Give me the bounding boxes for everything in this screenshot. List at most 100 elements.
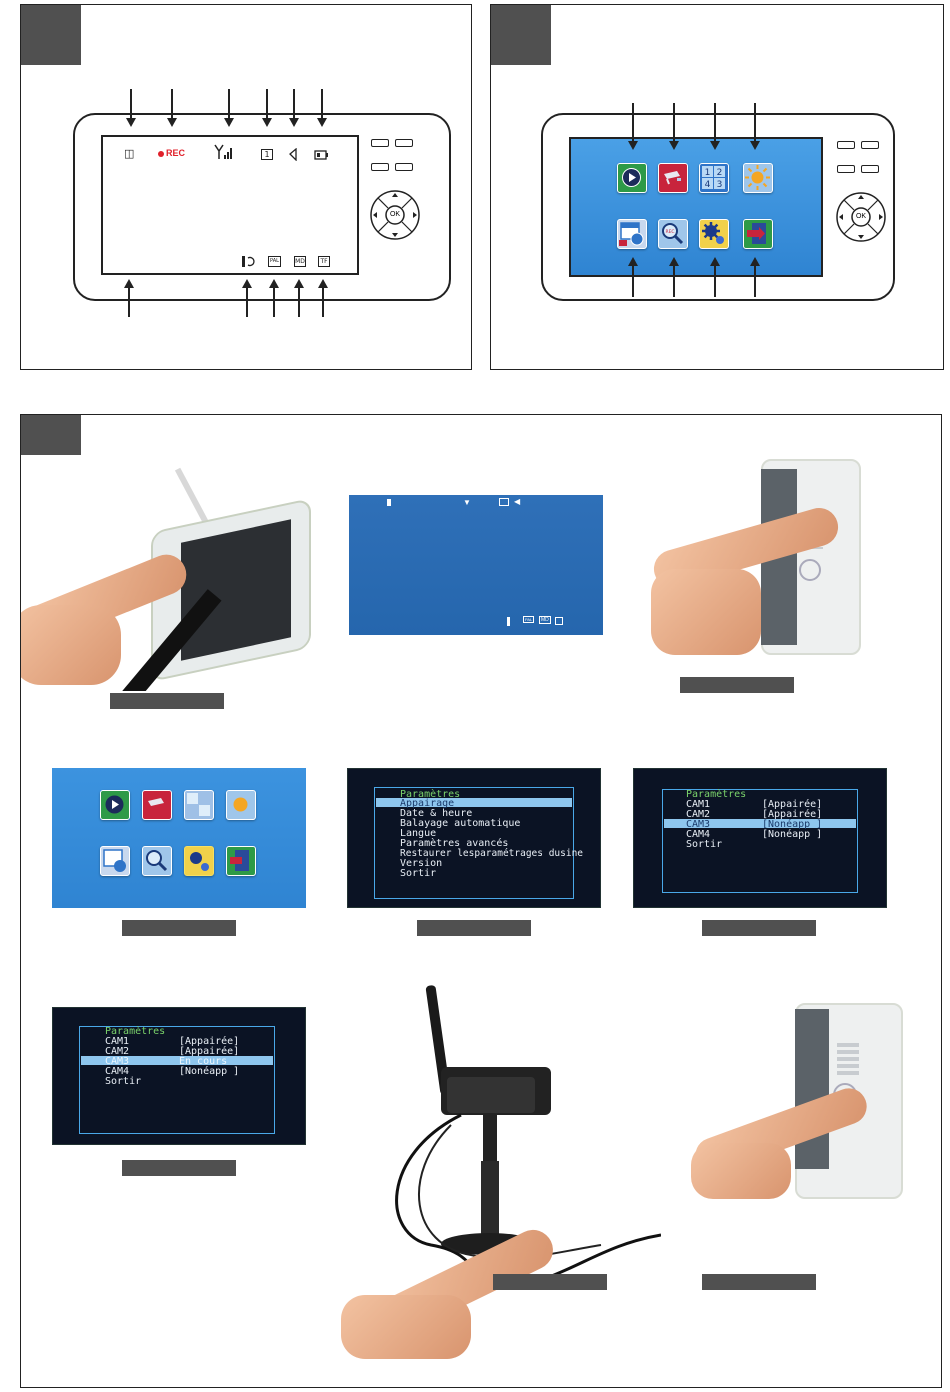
search-icon: REC — [658, 219, 688, 249]
camera-row-status: [Appairée] — [179, 1036, 240, 1047]
figure-panel-1: ◫ REC 1 PAL MD TF OK — [20, 4, 472, 370]
rec-dot-icon — [158, 151, 164, 157]
quad-view-icon — [184, 790, 214, 820]
caption-bar — [417, 920, 531, 936]
quad-digit: 2 — [717, 168, 723, 178]
camera-row-name[interactable]: CAM2 — [686, 809, 711, 820]
scan-icon — [507, 617, 510, 626]
photo-press-menu — [651, 459, 867, 655]
menu-item[interactable]: Langue — [400, 828, 437, 839]
caption-bar — [680, 677, 794, 693]
menu-title: Paramètres — [400, 789, 461, 800]
ok-button-label: OK — [389, 211, 401, 218]
calendar-icon — [100, 846, 130, 876]
speaker-icon — [289, 148, 297, 161]
menu-title: Paramètres — [105, 1026, 166, 1037]
scan-icon — [242, 256, 255, 267]
brightness-icon — [226, 790, 256, 820]
caption-bar — [110, 693, 224, 709]
camera-row-name[interactable]: CAM4 — [686, 829, 711, 840]
hardware-button — [395, 139, 413, 147]
main-menu-screen — [52, 768, 306, 908]
camera-row-name[interactable]: CAM2 — [105, 1046, 130, 1057]
sd-card-icon — [387, 499, 391, 506]
caption-bar — [493, 1274, 607, 1290]
figure-panel-3: ▼ ◀ PAL MD Paramètres Appairage Date & h… — [20, 414, 942, 1388]
exit-item[interactable]: Sortir — [686, 839, 723, 850]
signal-icon: ▼ — [463, 498, 471, 507]
hardware-button — [395, 163, 413, 171]
camera-row-status: [Nonéapp ] — [762, 829, 823, 840]
exit-icon — [743, 219, 773, 249]
motion-detect-icon: MD — [294, 256, 306, 267]
search-icon — [142, 846, 172, 876]
camera-number-icon: 1 — [261, 149, 273, 160]
panel-1-tab — [21, 5, 81, 65]
settings-icon — [184, 846, 214, 876]
caption-bar — [702, 1274, 816, 1290]
rec-badge: REC — [665, 229, 674, 235]
camera-row-status: [Nonéapp ] — [762, 819, 823, 830]
caption-bar — [122, 1160, 236, 1176]
dpad-icon — [836, 192, 886, 242]
menu-item[interactable]: Appairage — [400, 798, 455, 809]
settings-icon — [699, 219, 729, 249]
camera-row-status: [Appairée] — [762, 809, 823, 820]
photo-power-monitor — [21, 455, 321, 691]
rec-label: REC — [166, 148, 186, 158]
live-view-screen: ▼ ◀ PAL MD — [349, 495, 603, 635]
camera-icon — [658, 163, 688, 193]
camera-row-name[interactable]: CAM1 — [686, 799, 711, 810]
menu-highlight — [81, 1056, 273, 1065]
battery-icon — [314, 150, 328, 160]
camera-row-status: [Appairée] — [179, 1046, 240, 1057]
signal-icon — [214, 144, 232, 159]
tf-card-icon: TF — [318, 256, 330, 267]
dpad-icon — [370, 190, 420, 240]
hardware-button — [371, 163, 389, 171]
camera-row-name[interactable]: CAM1 — [105, 1036, 130, 1047]
sd-card-icon: ◫ — [124, 147, 135, 160]
camera-row-name[interactable]: CAM3 — [686, 819, 711, 830]
exit-icon — [226, 846, 256, 876]
play-icon — [100, 790, 130, 820]
pairing-menu-screen: Paramètres CAM1 [Appairée] CAM2 [Appairé… — [633, 768, 887, 908]
hardware-button — [371, 139, 389, 147]
exit-item[interactable]: Sortir — [105, 1076, 142, 1087]
quad-digit: 4 — [705, 180, 711, 190]
monitor-menu-screen — [569, 137, 823, 277]
quad-digit: 3 — [717, 180, 723, 190]
settings-menu-screen: Paramètres Appairage Date & heure Balaya… — [347, 768, 601, 908]
menu-title: Paramètres — [686, 789, 747, 800]
quad-view-icon: 1 2 4 3 — [699, 163, 729, 193]
menu-item[interactable]: Restaurer lesparamétrages dusine — [400, 848, 584, 859]
play-icon — [617, 163, 647, 193]
calendar-icon — [617, 219, 647, 249]
menu-item[interactable]: Balayage automatique — [400, 818, 521, 829]
brightness-icon — [743, 163, 773, 193]
speaker-icon: ◀ — [514, 497, 521, 506]
camera-row-name[interactable]: CAM3 — [105, 1056, 130, 1067]
menu-highlight — [376, 798, 572, 807]
hardware-button — [837, 165, 855, 173]
camera-row-status: En cours — [179, 1056, 228, 1067]
hardware-button — [861, 165, 879, 173]
menu-item[interactable]: Paramètres avancés — [400, 838, 509, 849]
camera-row-name[interactable]: CAM4 — [105, 1066, 130, 1077]
tf-card-icon — [555, 617, 563, 625]
menu-item[interactable]: Date & heure — [400, 808, 473, 819]
quad-digit: 1 — [705, 168, 711, 178]
photo-camera-pair-button — [341, 975, 661, 1359]
ok-button-label: OK — [855, 213, 867, 220]
figure-panel-2: 1 2 4 3 REC OK — [490, 4, 944, 370]
camera-row-status: [Appairée] — [762, 799, 823, 810]
menu-highlight — [664, 819, 856, 828]
caption-bar — [702, 920, 816, 936]
photo-press-ok — [691, 1003, 905, 1199]
menu-item[interactable]: Version — [400, 858, 443, 869]
pal-icon: PAL — [523, 616, 535, 623]
pal-icon: PAL — [268, 256, 281, 267]
camera-number-icon — [499, 498, 509, 506]
hardware-button — [837, 141, 855, 149]
menu-item[interactable]: Sortir — [400, 868, 437, 879]
